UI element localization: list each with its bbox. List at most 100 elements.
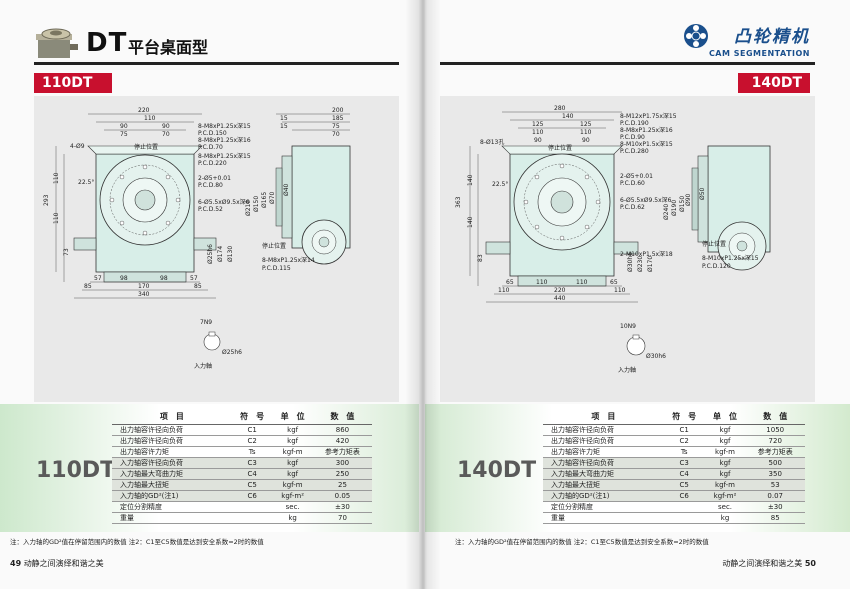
band-model-label: 140DT [457,458,537,483]
callout-8: P.C.D.60 [620,180,645,187]
dim-110e: 110 [498,287,510,294]
dim-293: 293 [43,194,50,206]
dim-140v2: 140 [467,216,474,228]
side-dia-165: Ø165 [261,192,268,208]
drawing-110dt: 220 110 90 90 75 70 4-Ø9 293 110 110 73 … [43,107,351,370]
side-dia-240: Ø240 [663,204,670,220]
header-rule [440,62,815,65]
callout-6: P.C.D.220 [198,160,227,167]
side-dia-40: Ø40 [283,183,290,196]
dim-280: 280 [554,105,566,112]
side-dia-150: Ø150 [679,196,686,212]
side-dia-174: Ø174 [217,246,224,262]
dim-75: 75 [120,131,128,138]
dim-angle: 22.5° [78,179,94,186]
side-dia-70: Ø70 [269,191,276,204]
dim-90a: 90 [534,137,542,144]
series-title: DT [86,28,128,58]
side-dim-15a: 15 [280,115,288,122]
side-dia-25: Ø25h6 [207,244,214,264]
dim-170: 170 [138,283,150,290]
callout-7: 2-Ø5+0.01 [198,175,231,182]
side-dia-130: Ø130 [227,246,234,262]
dim-85a: 85 [84,283,92,290]
col-symbol: 符 号 [663,410,705,425]
callout-1: 8-M8xP1.25x深15 [198,122,251,130]
dim-110: 110 [144,115,156,122]
callout-stop: 停止位置 [548,144,572,152]
model-tag: 110DT [34,73,112,93]
dim-57b: 57 [190,275,198,282]
dim-140v: 140 [467,174,474,186]
indexer-product-icon [36,28,78,58]
dim-110c: 110 [536,279,548,286]
page-folio: 49 动静之间演绎和谐之美 [10,558,104,569]
dim-110b: 110 [580,129,592,136]
callout-7: 2-Ø5+0.01 [620,173,653,180]
side-dim-75: 75 [332,123,340,130]
dim-125b: 125 [580,121,592,128]
folio-title: 动静之间演绎和谐之美 [23,559,104,568]
dim-4-9: 4-Ø9 [70,143,85,150]
side-dia-210: Ø210 [245,200,252,216]
detail-key: 7N9 [200,319,212,326]
callout-3: 8-M8xP1.25x深16 [620,126,673,134]
side-dia-50: Ø50 [699,187,706,200]
callout-8: P.C.D.80 [198,182,223,189]
dim-220: 220 [138,107,150,114]
callout-11: 2-M10xP1.5x深18 [620,250,673,258]
dim-110a: 110 [532,129,544,136]
page-number: 49 [10,559,22,568]
callout-3: 8-M8xP1.25x深16 [198,136,251,144]
side-stop: 停止位置 [262,242,286,250]
callout-10: P.C.D.62 [620,204,645,211]
dim-98b: 98 [160,275,168,282]
dim-holes: 8-Ø13孔 [480,138,504,146]
dim-90b: 90 [582,137,590,144]
dim-57a: 57 [94,275,102,282]
callout-9: 6-Ø5.5xØ9.5x深6 [198,198,250,206]
side-dim-185: 185 [332,115,344,122]
brand-name-en: CAM SEGMENTATION [708,49,810,58]
side-dim-200: 200 [332,107,344,114]
technical-drawing: 280 140 125 125 110 110 90 90 8-Ø13孔 363… [440,96,815,402]
brand-name-cn: 凸轮精机 [734,27,810,47]
folio-title: 动静之间演绎和谐之美 [722,559,803,568]
col-item: 项 目 [543,410,664,425]
side-dia-90: Ø90 [685,193,692,206]
side-dia-230: Ø230 [637,256,644,272]
dim-83: 83 [477,254,484,262]
dim-65b: 65 [610,279,618,286]
col-value: 数 值 [745,410,805,425]
side-stop: 停止位置 [702,240,726,248]
dim-70: 70 [162,131,170,138]
side-dia-30: Ø30h6 [627,252,634,272]
right-page: 凸轮精机 CAM SEGMENTATION 140DT [425,0,850,589]
series-subtitle: 平台桌面型 [128,38,209,57]
callout-5: 8-M10xP1.5x深15 [620,140,673,148]
dim-140: 140 [562,113,574,120]
callout-4: P.C.D.70 [198,144,223,151]
footnote: 注：入力轴的GD²值在停留范围内的数值 注2：C1至C5数值是达到安全系数=2时… [10,538,264,546]
side-dim-70: 70 [332,131,340,138]
dim-110v: 110 [53,172,60,184]
header-rule [34,62,399,65]
dim-73: 73 [63,248,70,256]
col-unit: 单 位 [704,410,746,425]
